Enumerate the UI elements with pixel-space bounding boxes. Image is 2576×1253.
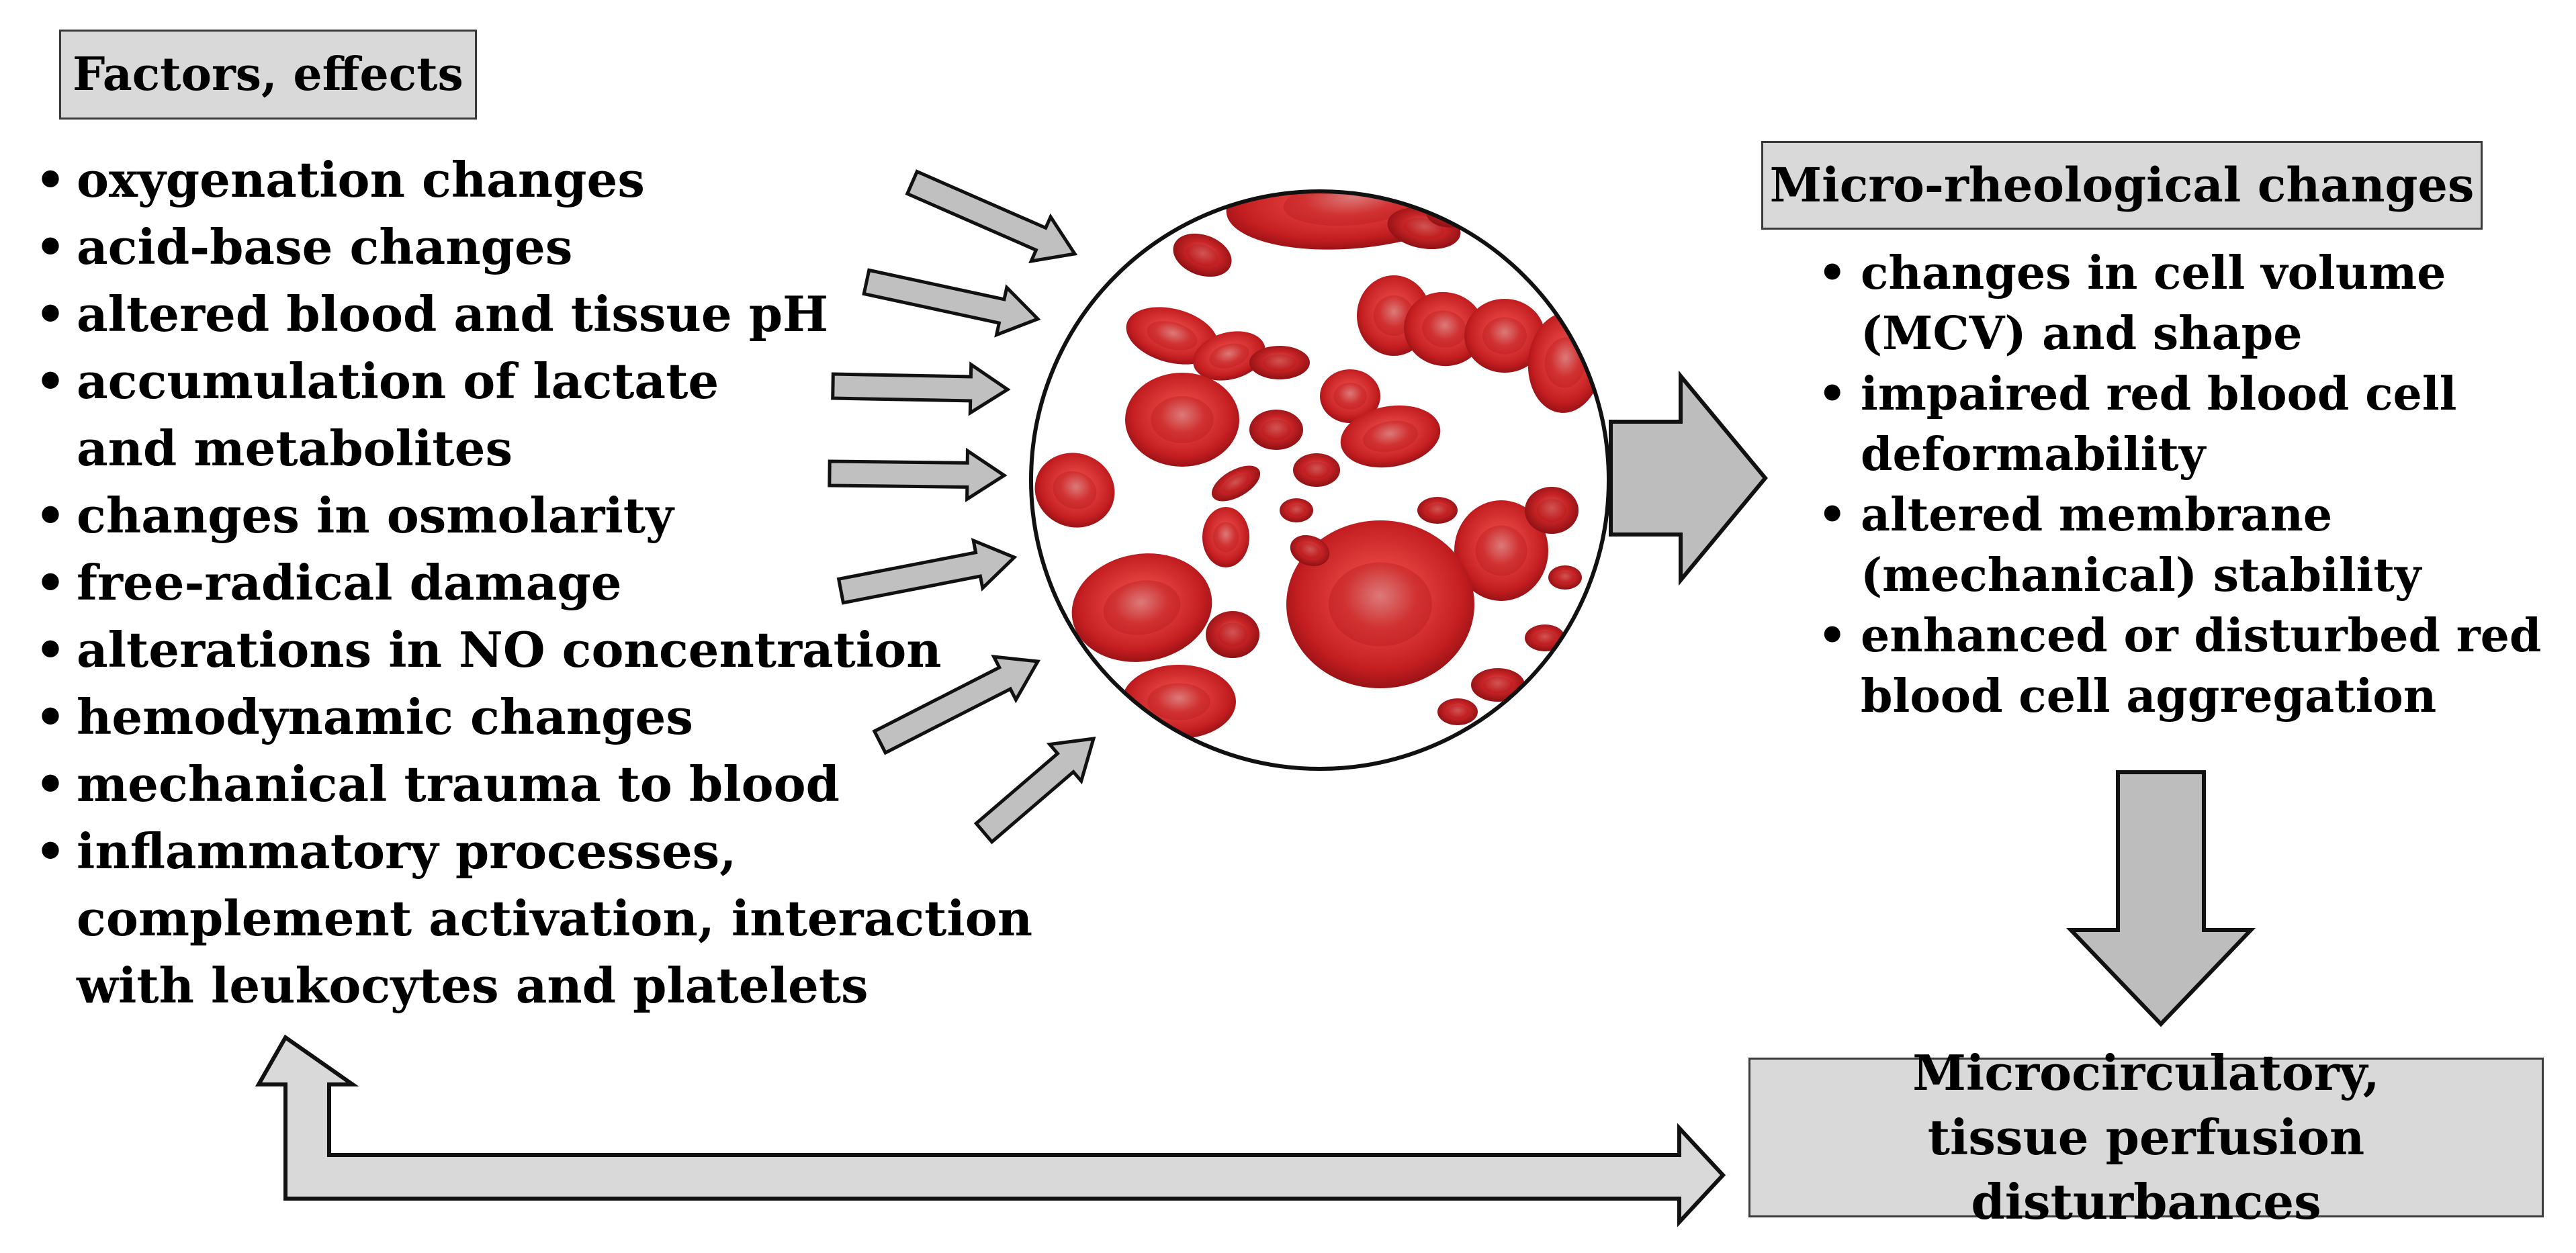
micro-rheological-item: enhanced or disturbed red blood cell agg… [1818,606,2552,727]
factors-list: oxygenation changes acid-base changes al… [35,146,1069,1019]
red-blood-cell [1525,487,1579,534]
red-blood-cell [1206,611,1259,658]
red-blood-cell [1125,373,1239,467]
red-blood-cell [1211,465,1261,502]
perfusion-disturbances-box: Microcirculatory, tissue perfusion distu… [1748,1044,2544,1230]
red-blood-cell [1471,668,1525,702]
red-blood-cell [1293,453,1340,487]
red-blood-cell [1417,497,1458,524]
red-blood-cell [1290,535,1330,567]
factor-item: oxygenation changes [35,146,1069,214]
red-blood-cell [1249,346,1310,379]
factor-item: hemodynamic changes [35,684,1069,751]
red-blood-cell [1464,299,1545,373]
micro-rheological-item: altered membrane (mechanical) stability [1818,485,2438,606]
red-blood-cell [1437,698,1478,725]
factor-item: acid-base changes [35,214,1069,281]
right-arrow-to-micro-rheological [1609,370,1768,586]
red-blood-cell [1548,565,1582,590]
factor-item: accumulation of lactate and metabolites [35,348,836,482]
factor-item: changes in osmolarity [35,482,1069,549]
red-blood-cell [1286,520,1474,688]
factors-title: Factors, effects [59,30,477,120]
red-blood-cell [1404,291,1484,367]
red-blood-cell [1071,553,1212,662]
red-blood-cell [1249,410,1303,450]
feedback-loop-arrow [255,1034,1726,1227]
red-blood-cell [1454,500,1548,601]
perfusion-line-1: Microcirculatory, [1912,1044,2380,1101]
blood-cells-illustration [1029,189,1611,771]
factor-item: inflammatory processes, complement activ… [35,818,1069,1019]
input-arrow [831,361,1011,416]
red-blood-cell [1126,307,1218,365]
down-arrow-to-perfusion [2066,770,2256,1027]
red-blood-cell [1320,369,1380,423]
red-blood-cell [1122,665,1236,739]
red-blood-cells-group [1034,191,1603,739]
factor-item: alterations in NO concentration [35,616,1069,684]
perfusion-line-2: tissue perfusion disturbances [1927,1109,2365,1230]
red-blood-cell [1340,405,1441,468]
red-blood-cell [1193,331,1265,381]
red-blood-cell [1202,507,1249,567]
factor-item: mechanical trauma to blood [35,751,1069,818]
micro-rheological-item: changes in cell volume (MCV) and shape [1818,243,2465,364]
red-blood-cell [1525,624,1565,651]
micro-rheological-title: Micro-rheological changes [1761,141,2483,230]
red-blood-cell [1280,498,1313,522]
micro-rheological-list: changes in cell volume (MCV) and shape i… [1818,243,2550,727]
micro-rheological-item: impaired red blood cell deformability [1818,364,2465,485]
red-blood-cell [1173,233,1232,277]
factor-item: altered blood and tissue pH [35,281,1069,348]
factor-item: free-radical damage [35,549,1069,616]
